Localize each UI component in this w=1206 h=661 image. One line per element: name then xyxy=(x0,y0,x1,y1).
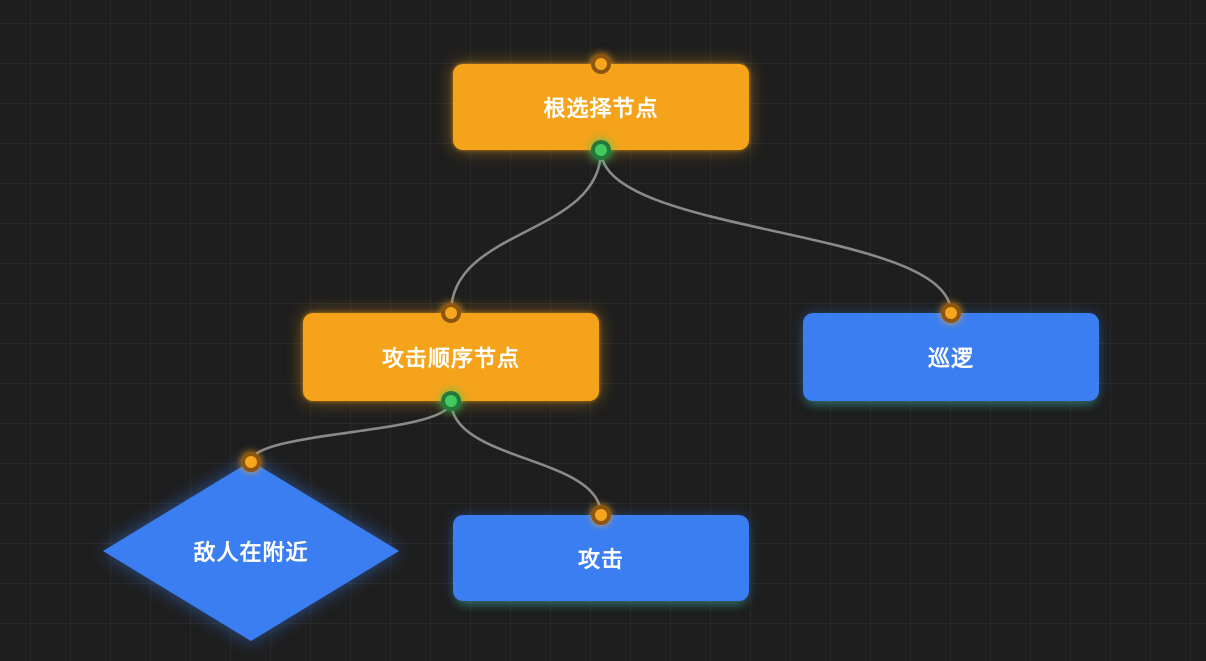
attack-input-port[interactable] xyxy=(591,505,611,525)
node-label: 攻击 xyxy=(577,547,624,572)
node-attack-sequence[interactable]: 攻击顺序节点 xyxy=(303,313,599,401)
root-selector-input-port[interactable] xyxy=(591,54,611,74)
node-label: 根选择节点 xyxy=(543,96,659,121)
node-attack[interactable]: 攻击 xyxy=(453,515,749,601)
edge-root-to-attack-sequence[interactable] xyxy=(449,148,603,315)
attack-sequence-output-port[interactable] xyxy=(441,391,461,411)
edge-attack-sequence-to-attack[interactable] xyxy=(449,399,603,517)
edge-root-to-patrol[interactable] xyxy=(599,148,953,315)
node-label: 巡逻 xyxy=(927,346,974,371)
node-label: 攻击顺序节点 xyxy=(381,346,520,371)
node-root-selector[interactable]: 根选择节点 xyxy=(453,64,749,150)
node-enemy-nearby[interactable]: 敌人在附近 xyxy=(103,461,399,641)
patrol-input-port[interactable] xyxy=(941,303,961,323)
edge-attack-sequence-to-enemy-nearby[interactable] xyxy=(249,399,453,464)
node-patrol[interactable]: 巡逻 xyxy=(803,313,1099,401)
enemy-nearby-input-port[interactable] xyxy=(241,452,261,472)
diamond-shape: 敌人在附近 xyxy=(103,461,399,641)
attack-sequence-input-port[interactable] xyxy=(441,303,461,323)
root-selector-output-port[interactable] xyxy=(591,140,611,160)
node-label: 敌人在附近 xyxy=(193,540,309,565)
